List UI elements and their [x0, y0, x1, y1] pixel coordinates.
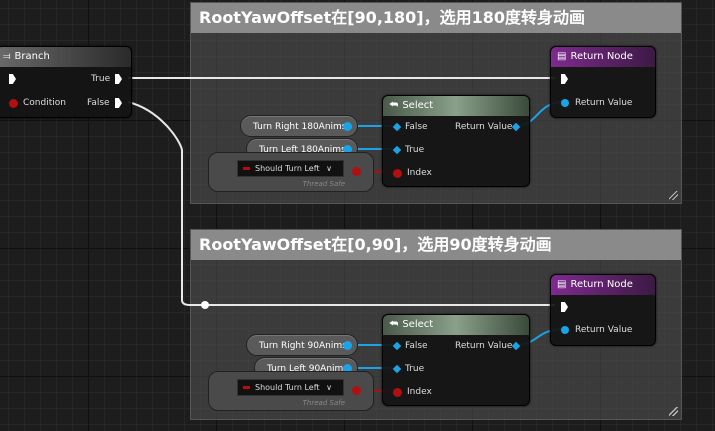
return-value-pin[interactable]	[511, 341, 521, 351]
return-node-bottom[interactable]: ▤Return Node Return Value	[550, 274, 656, 346]
enum-value: Should Turn Left	[255, 383, 320, 392]
variable-out-pin[interactable]	[343, 364, 352, 373]
true-label: True	[405, 145, 425, 155]
true-pin[interactable]	[392, 364, 402, 374]
index-pin[interactable]	[393, 388, 402, 397]
resize-grip[interactable]	[669, 191, 678, 200]
enum-node-bottom[interactable]: Should Turn Left ∨ Thread Safe	[208, 371, 374, 411]
variable-label: Turn Right 180Anims	[253, 122, 347, 132]
select-node-top[interactable]: ⮪Select False Return Value True Index	[382, 95, 530, 187]
variable-label: Turn Left 180Anims	[259, 145, 346, 155]
thread-safe-note: Thread Safe	[302, 399, 345, 407]
select-header: ⮪Select	[383, 315, 529, 335]
branch-node[interactable]: ⫤Branch True Condition False	[0, 46, 132, 118]
return-title: Return Node	[570, 51, 633, 62]
return-header: ▤Return Node	[551, 275, 655, 295]
variable-turn-right-90[interactable]: Turn Right 90Anims	[246, 334, 358, 356]
select-node-bottom[interactable]: ⮪Select False Return Value True Index	[382, 314, 530, 406]
return-value-label: Return Value	[455, 122, 513, 132]
exec-false-pin[interactable]	[115, 98, 122, 108]
index-label: Index	[407, 387, 432, 397]
comment-title[interactable]: RootYawOffset在[90,180]，选用180度转身动画	[191, 3, 681, 33]
return-header: ▤Return Node	[551, 47, 655, 67]
enum-out-pin[interactable]	[352, 167, 361, 176]
variable-out-pin[interactable]	[343, 341, 352, 350]
exec-in-pin[interactable]	[561, 302, 568, 312]
comment-title[interactable]: RootYawOffset在[0,90]，选用90度转身动画	[191, 230, 681, 260]
variable-label: Turn Left 90Anims	[267, 364, 349, 374]
variable-turn-right-180[interactable]: Turn Right 180Anims	[240, 115, 358, 137]
false-label: False	[405, 341, 428, 351]
true-pin[interactable]	[392, 145, 402, 155]
false-label: False	[87, 98, 110, 108]
return-value-label: Return Value	[455, 341, 513, 351]
select-title: Select	[402, 100, 434, 111]
exec-true-pin[interactable]	[115, 74, 122, 84]
bool-swatch	[243, 386, 250, 389]
index-label: Index	[407, 168, 432, 178]
variable-out-pin[interactable]	[343, 122, 352, 131]
true-label: True	[405, 364, 425, 374]
return-title: Return Node	[570, 279, 633, 290]
return-value-pin[interactable]	[561, 99, 569, 107]
function-icon: ▤	[557, 279, 567, 290]
variable-label: Turn Right 90Anims	[259, 341, 347, 351]
enum-out-pin[interactable]	[352, 386, 361, 395]
select-icon: ⮪	[389, 100, 399, 111]
branch-title: Branch	[14, 51, 50, 62]
return-value-label: Return Value	[575, 325, 633, 335]
resize-grip[interactable]	[669, 407, 678, 416]
true-label: True	[91, 74, 111, 84]
enum-value: Should Turn Left	[255, 164, 320, 173]
exec-in-pin[interactable]	[9, 74, 16, 84]
enum-dropdown[interactable]: Should Turn Left ∨	[237, 160, 344, 177]
branch-header: ⫤Branch	[0, 47, 131, 67]
condition-pin[interactable]	[9, 99, 18, 108]
thread-safe-note: Thread Safe	[302, 180, 345, 188]
condition-label: Condition	[23, 98, 66, 108]
variable-out-pin[interactable]	[343, 145, 352, 154]
index-pin[interactable]	[393, 169, 402, 178]
select-title: Select	[402, 319, 434, 330]
false-label: False	[405, 122, 428, 132]
return-value-pin[interactable]	[511, 122, 521, 132]
enum-node-top[interactable]: Should Turn Left ∨ Thread Safe	[208, 152, 374, 192]
exec-in-pin[interactable]	[561, 74, 568, 84]
select-header: ⮪Select	[383, 96, 529, 116]
chevron-down-icon: ∨	[326, 383, 332, 392]
branch-icon: ⫤	[3, 51, 11, 62]
return-value-pin[interactable]	[561, 326, 569, 334]
false-pin[interactable]	[392, 341, 402, 351]
enum-dropdown[interactable]: Should Turn Left ∨	[237, 379, 344, 396]
bool-swatch	[243, 167, 250, 170]
false-pin[interactable]	[392, 122, 402, 132]
return-node-top[interactable]: ▤Return Node Return Value	[550, 46, 656, 118]
function-icon: ▤	[557, 51, 567, 62]
return-value-label: Return Value	[575, 98, 633, 108]
select-icon: ⮪	[389, 319, 399, 330]
chevron-down-icon: ∨	[326, 164, 332, 173]
